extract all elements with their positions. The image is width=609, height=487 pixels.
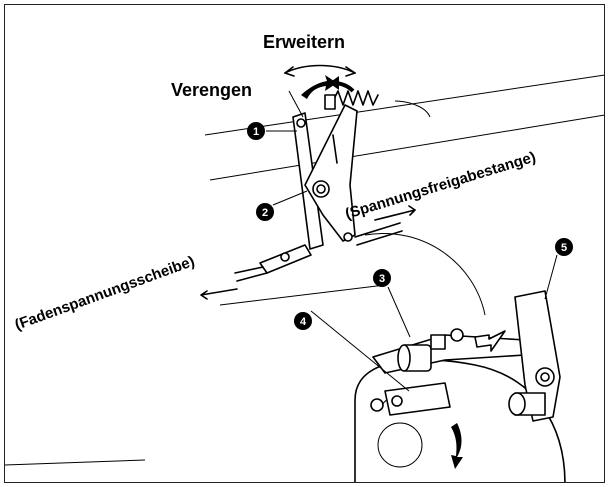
label-tension-disc: (Fadenspannungsscheibe) [13, 253, 197, 334]
adjust-arrows [284, 64, 356, 99]
svg-text:3: 3 [379, 273, 385, 285]
hook-assembly [354, 290, 566, 482]
link-rod [234, 222, 403, 282]
callout-5: 5 [555, 238, 573, 256]
label-release-rod: (Spannungsfreigabestange) [343, 149, 538, 223]
diagram-frame: 1 2 3 4 5 Erweitern Verengen (Spannungsf… [4, 4, 605, 483]
label-widen: Erweitern [263, 32, 345, 52]
mechanism-diagram: 1 2 3 4 5 Erweitern Verengen (Spannungsf… [5, 32, 604, 482]
callout-4: 4 [294, 312, 312, 330]
spring [324, 90, 379, 110]
callout-2: 2 [256, 203, 274, 221]
machine-outline [5, 74, 604, 466]
label-narrow: Verengen [171, 80, 252, 100]
callout-3: 3 [373, 269, 391, 287]
release-lever [304, 104, 358, 242]
leader-lines [266, 90, 558, 392]
direction-arrows [200, 205, 416, 300]
svg-text:1: 1 [253, 126, 259, 138]
callout-1: 1 [247, 122, 265, 140]
svg-text:5: 5 [561, 242, 567, 254]
svg-text:4: 4 [300, 316, 307, 328]
svg-text:2: 2 [262, 207, 268, 219]
